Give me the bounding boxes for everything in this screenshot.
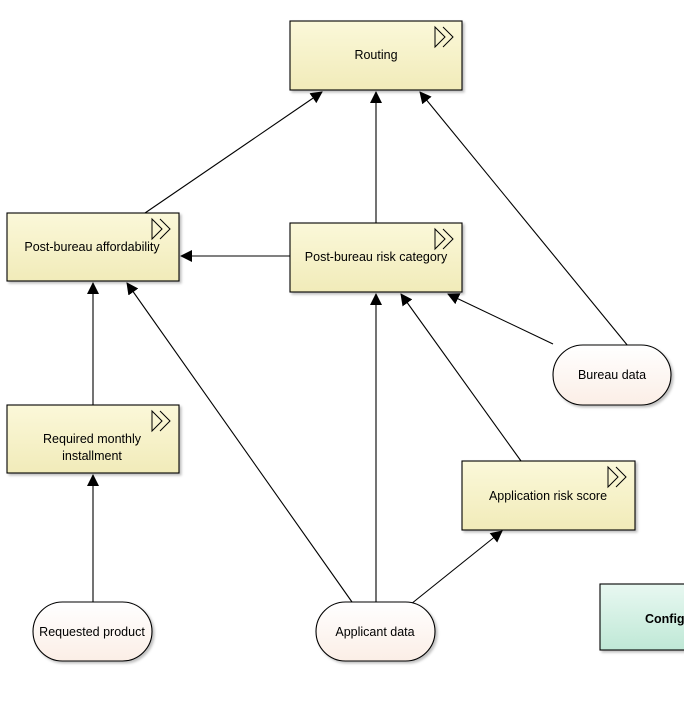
input-label: Bureau data — [578, 368, 646, 382]
edge-app-risk-score-to-risk-category — [400, 293, 522, 462]
decision-icon — [151, 409, 171, 433]
decision-icon — [434, 25, 454, 49]
decision-application-risk-score[interactable]: Application risk score — [461, 460, 636, 531]
input-label: Requested product — [39, 625, 145, 639]
edge-affordability-to-routing — [144, 91, 323, 214]
decision-icon — [151, 217, 171, 241]
decision-label: Post-bureau risk category — [305, 250, 448, 264]
decision-label-line1: Required monthly — [43, 432, 142, 446]
connectors — [87, 91, 629, 605]
input-bureau-data[interactable]: Bureau data — [552, 344, 672, 406]
knowledge-source-configuration[interactable]: Configu — [599, 583, 684, 651]
decision-label: Post-bureau affordability — [24, 240, 160, 254]
decision-label: Application risk score — [489, 489, 607, 503]
decision-required-monthly-installment[interactable]: Required monthly installment — [6, 404, 180, 474]
edge-bureau-data-to-risk-category — [447, 293, 554, 345]
decision-label-line2: installment — [62, 449, 122, 463]
decision-post-bureau-risk-category[interactable]: Post-bureau risk category — [289, 222, 463, 293]
input-label: Applicant data — [335, 625, 414, 639]
edge-applicant-data-to-affordability — [126, 282, 353, 603]
decision-label: Routing — [354, 48, 397, 62]
edge-bureau-data-to-routing — [419, 91, 629, 347]
decision-icon — [607, 465, 627, 489]
knowledge-source-label: Configu — [645, 612, 684, 626]
decision-icon — [434, 227, 454, 251]
decision-routing[interactable]: Routing — [289, 20, 463, 91]
input-requested-product[interactable]: Requested product — [32, 601, 153, 662]
decision-post-bureau-affordability[interactable]: Post-bureau affordability — [6, 212, 180, 282]
edge-applicant-data-to-app-risk-score — [410, 530, 503, 605]
input-applicant-data[interactable]: Applicant data — [315, 601, 436, 662]
